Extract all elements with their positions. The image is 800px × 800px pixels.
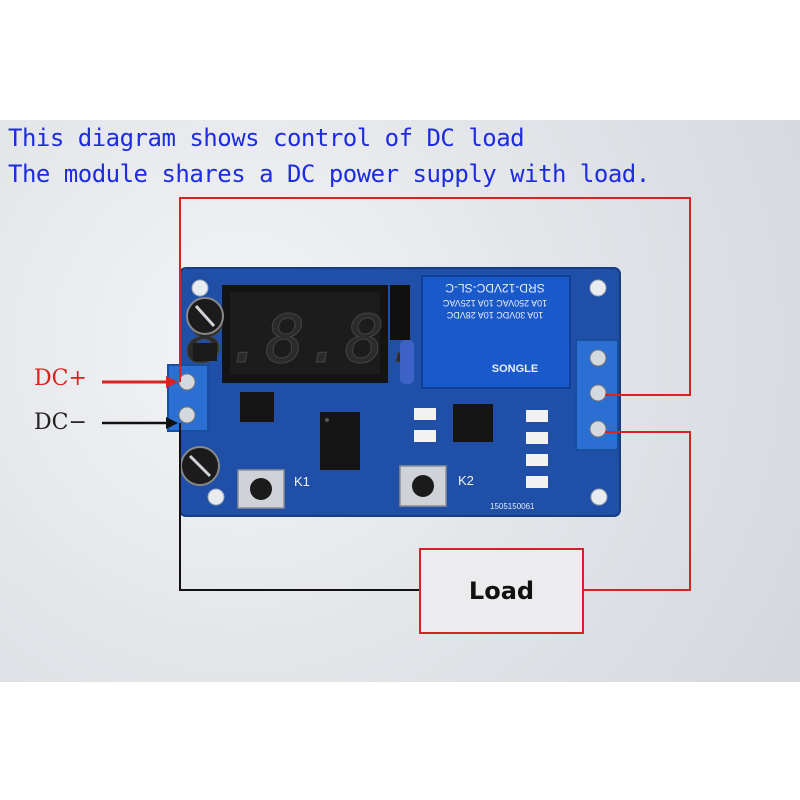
relay-icon [421, 275, 571, 389]
relay-rating-2: 10A 30VDC 10A 28VDC [446, 310, 543, 320]
dc-plus-label: DC+ [34, 366, 87, 391]
positive-wire [179, 197, 691, 591]
button-k2-label: K2 [458, 473, 474, 488]
load-label: Load [468, 577, 535, 605]
display-digits: 8.8.8. [186, 301, 424, 378]
caption-line-1: This diagram shows control of DC load [8, 124, 525, 152]
caption-line-2: The module shares a DC power supply with… [8, 160, 650, 188]
seven-segment-display-icon [222, 285, 388, 383]
diode [193, 343, 217, 361]
optocoupler [453, 404, 493, 442]
relay-rating-1: 10A 250VAC 10A 125VAC [442, 298, 547, 308]
ceramic-capacitor [400, 340, 414, 384]
push-button-icon [237, 469, 285, 509]
capacitor-icon [186, 297, 224, 335]
capacitor-icon [180, 446, 220, 486]
arrow-right-icon [166, 417, 178, 429]
relay-brand: SONGLE [492, 363, 538, 375]
screw-terminal-icon [167, 364, 209, 432]
arrow-right-icon [166, 376, 178, 388]
regulator [240, 392, 274, 422]
load-box: Load [419, 548, 584, 634]
ic-chip [320, 412, 360, 470]
smd-components [414, 408, 548, 488]
transistor [390, 285, 410, 340]
negative-wire [179, 423, 419, 591]
dc-minus-label: DC− [34, 410, 87, 435]
push-button-icon [399, 465, 447, 507]
pcb-code: 1505150061 [490, 502, 535, 511]
button-k1-label: K1 [294, 474, 310, 489]
relay-model: SRD-12VDC-SL-C [445, 281, 545, 295]
